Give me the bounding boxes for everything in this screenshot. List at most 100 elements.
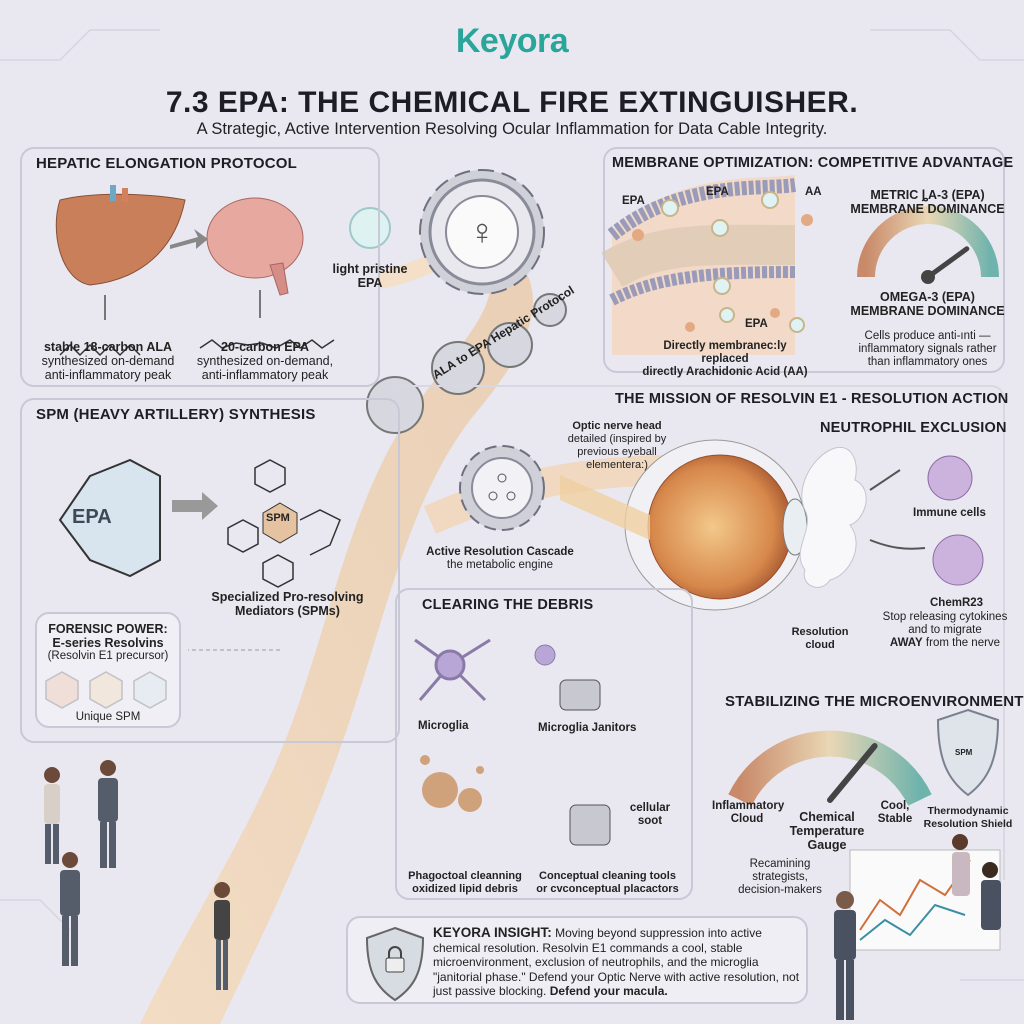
epa-tag: EPA — [745, 318, 768, 330]
debris-panel — [395, 588, 693, 900]
shield-line: Resolution Shield — [923, 818, 1013, 830]
soot-line: cellular — [629, 802, 671, 814]
epa-tag: EPA — [706, 186, 729, 198]
stabilizing-heading: STABILIZING THE MICROENVIRONMENT — [725, 693, 1024, 710]
ala-desc: synthesized on-demand — [41, 354, 175, 368]
soot-line: soot — [637, 815, 663, 827]
caption-line: directly Arachidonic Acid (AA) — [642, 366, 808, 378]
spm-hexagon — [262, 502, 298, 544]
hepatic-panel — [20, 147, 380, 387]
temp-line: Inflammatory — [712, 800, 785, 812]
epa-molecule — [58, 458, 161, 578]
stop-line: from the nerve — [922, 637, 1001, 649]
temp-line: Gauge — [807, 838, 847, 852]
optic-line: previous eyeball — [577, 446, 657, 458]
shield-spm-tag: SPM — [955, 748, 973, 757]
resolution-shield — [936, 708, 1000, 797]
lipid-debris — [420, 755, 484, 812]
brain-illustration — [206, 197, 304, 279]
epa-molecule-label: EPA — [72, 506, 112, 528]
cells-caption: Cells produce anti-ınti —inflammatory si… — [850, 330, 1005, 369]
epa-label: 20-carbon EPA — [221, 340, 309, 354]
strat-line: Recamining — [749, 858, 811, 870]
metric-line: METRIC ȴA-3 (EPA) — [870, 188, 985, 202]
insight-body: Moving beyond suppression into active ch… — [433, 926, 800, 998]
circuit-lines — [0, 29, 1024, 981]
membrane-title: MEMBRANE OPTIMIZATION: COMPETITIVE ADVAN… — [612, 155, 1014, 171]
chemr23-label: ChemR23 — [930, 597, 984, 609]
insight-text: KEYORA INSIGHT: Moving beyond suppressio… — [433, 925, 801, 999]
away-text: AWAY — [889, 637, 923, 649]
forensic-title: FORENSIC POWER: — [48, 622, 168, 636]
ala-desc: anti-inflammatory peak — [44, 368, 172, 382]
chemr23-cell — [932, 534, 984, 586]
tools-line: Conceptual cleaning tools — [539, 870, 676, 882]
membrane-panel — [603, 147, 1005, 373]
svg-text:♀: ♀ — [469, 211, 496, 252]
metric-line: MEMBRANE DOMINANCE — [850, 202, 1005, 216]
insight-emphasis: Defend your macula. — [549, 984, 668, 998]
temp-line: Chemical — [799, 810, 855, 824]
cells-line: Cells produce anti-ınti — — [864, 330, 991, 342]
small-gears — [366, 293, 567, 434]
strat-line: decision-makers — [738, 884, 822, 896]
strat-line: strategists, — [752, 871, 808, 883]
phago-line: oxidized lipid debris — [412, 883, 518, 895]
temp-line: Temperature — [789, 824, 865, 838]
epa-desc: synthesized on-demand, — [196, 354, 334, 368]
janitors-label: Microglia Janitors — [538, 722, 637, 734]
omega-label: OMEGA-3 (EPA)MEMBRANE DOMINANCE — [850, 290, 1005, 318]
liver-illustration — [55, 193, 186, 286]
phago-line: Phagoctoal cleanning — [408, 870, 522, 882]
caption-line: Directly membranec:ly replaced — [663, 340, 787, 365]
temp-line: Cloud — [730, 813, 764, 825]
debris-title: CLEARING THE DEBRIS — [422, 597, 594, 613]
caption-line: Specialized Pro-resolving — [211, 590, 364, 604]
strategists-left — [44, 760, 230, 990]
neutrophil-heading: NEUTROPHIL EXCLUSION — [820, 420, 1007, 436]
cascade-label: Active Resolution Cascade — [426, 546, 574, 558]
tools-line: or cvconceptual placactors — [536, 883, 679, 895]
cells-line: than inflammatory ones — [867, 356, 988, 368]
cascade-gear-icon — [459, 445, 545, 531]
metric-label: METRIC ȴA-3 (EPA)MEMBRANE DOMINANCE — [850, 188, 1005, 216]
page-title: 7.3 EPA: THE CHEMICAL FIRE EXTINGUISHER. — [165, 86, 859, 119]
epa-tag: EPA — [622, 195, 645, 207]
ala-caption: stable 18-carbon ALA synthesized on-dema… — [28, 340, 188, 382]
optic-bold: Optic nerve head — [572, 420, 662, 432]
spm-title: SPM (HEAVY ARTILLERY) SYNTHESIS — [36, 406, 316, 423]
cascade-sub: the metabolic engine — [446, 559, 554, 571]
epa-caption: 20-carbon EPA synthesized on-demand, ant… — [190, 340, 340, 382]
membrane-gauge — [857, 206, 999, 278]
spm-molecule-label: SPM — [266, 512, 290, 524]
insight-label: KEYORA INSIGHT: — [433, 925, 552, 940]
resolution-cloud — [799, 446, 867, 588]
cloud-line: cloud — [805, 639, 835, 651]
omega-line: OMEGA-3 (EPA) — [880, 290, 975, 304]
forensic-box — [35, 612, 181, 728]
optic-line: detailed (inspired by — [567, 433, 667, 445]
caption-line: Mediators (SPMs) — [235, 604, 340, 618]
mission-panel — [395, 385, 1005, 880]
ala-label: stable 18-carbon ALA — [43, 340, 173, 354]
temperature-gauge-needle — [827, 743, 878, 803]
immune-cell — [927, 455, 973, 501]
cloud-line: Resolution — [791, 626, 849, 638]
strategists-right — [834, 834, 1001, 1020]
forensic-paren: (Resolvin E1 precursor) — [47, 650, 169, 662]
cells-line: inflammatory signals rather — [858, 343, 997, 355]
membrane-gauge-needle — [925, 246, 970, 280]
stop-line: Stop releasing cytokines — [882, 611, 1008, 623]
forensic-sub: E-series Resolvins — [52, 636, 164, 650]
